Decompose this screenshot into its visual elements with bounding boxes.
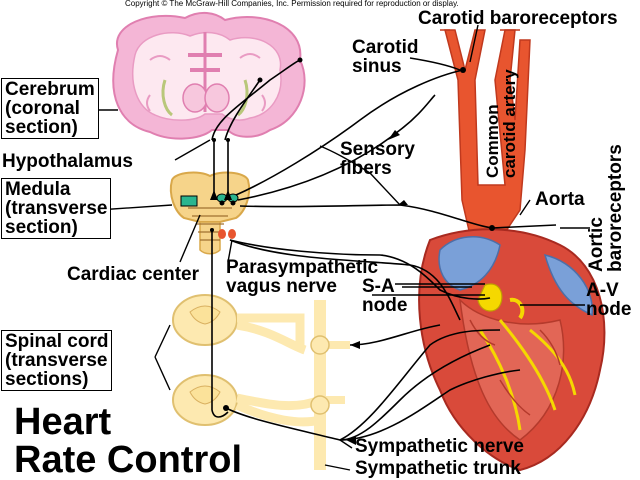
spinal-cord-illustration [172,294,350,470]
label-av-node: A-V node [586,280,632,320]
title-line-1: Heart [14,401,112,443]
label-hypothalamus: Hypothalamus [2,151,133,172]
label-cerebrum: Cerebrum (coronal section) [1,78,99,139]
leader-lines [97,24,590,471]
label-medula: Medula (transverse section) [1,178,112,239]
label-cardiac-center: Cardiac center [67,264,200,285]
label-sympathetic-trunk: Sympathetic trunk [355,458,521,479]
title-line-2: Rate Control [14,439,242,480]
copyright-notice: Copyright © The McGraw-Hill Companies, I… [125,0,459,8]
label-carotid-baroreceptors: Carotid baroreceptors [418,8,618,29]
label-sa-node: S-A node [362,276,408,316]
nerve-junctions [210,57,495,445]
label-aortic-baroreceptors: Aortic baroreceptors [586,144,626,272]
artery-illustration [440,29,531,241]
medulla-illustration [169,171,251,255]
heart-illustration [418,228,606,472]
label-common-carotid-artery: Common carotid artery [483,69,519,178]
label-aorta: Aorta [535,189,585,210]
label-carotid-sinus: Carotid sinus [352,37,419,77]
label-parasympathetic-vagus-nerve: Parasympathetic vagus nerve [226,257,379,297]
cerebrum-illustration [112,12,306,140]
label-spinal-cord: Spinal cord (transverse sections) [1,330,113,391]
nerve-fibers [211,59,557,441]
label-sympathetic-nerve: Sympathetic nerve [355,436,524,457]
label-sensory-fibers: Sensory fibers [340,139,415,179]
carotid-sinus-dot [460,67,466,73]
aorta-dot [489,225,495,231]
